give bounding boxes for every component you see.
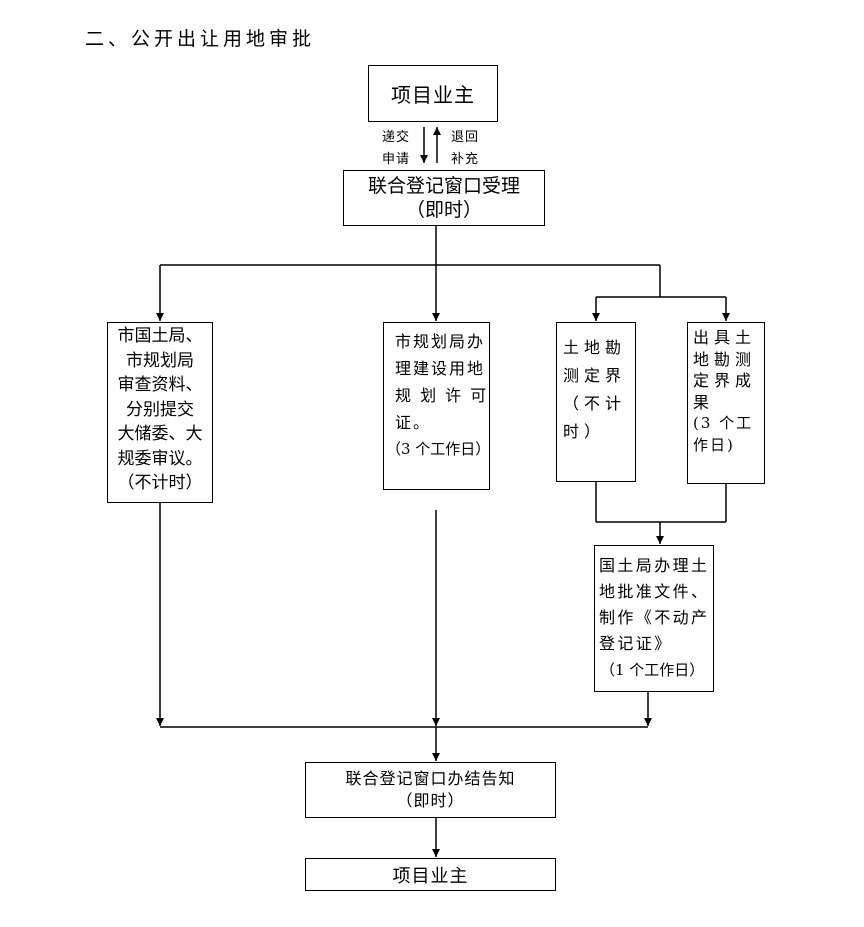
node-land-approval: 国土局办理土 地批准文件、 制作《不动产 登记证》 （1 个工作日） (594, 545, 714, 692)
node-text-line: (3 个工 (693, 414, 754, 432)
node-text-line: 大储委、大 (117, 424, 203, 444)
node-text-line: 地勘测 (693, 349, 757, 369)
node-text-line: 作日) (693, 435, 735, 454)
node-text-line: 时） (563, 422, 606, 441)
node-registration-close: 联合登记窗口办结告知 （即时） (305, 762, 556, 818)
node-text-line: 制作《不动产 (599, 608, 710, 627)
node-text-line: （1 个工作日） (600, 661, 705, 679)
node-applicant-bottom: 项目业主 (305, 858, 556, 891)
edge-label-return-1: 退回 (451, 130, 480, 145)
node-text-line: 联合登记窗口办结告知 (345, 769, 516, 788)
page-title: 二、公开出让用地审批 (85, 28, 316, 50)
node-text-line: （不计 (563, 394, 627, 413)
node-land-review: 市国土局、 市规划局 审查资料、 分别提交 大储委、大 规委审议。 （不计时） (107, 322, 213, 503)
node-text-line: 项目业主 (391, 83, 475, 107)
node-text-line: 测定界 (563, 366, 627, 385)
node-text-line: 市国土局、 (117, 326, 203, 346)
node-text-line: 地批准文件、 (599, 582, 710, 601)
node-text-line: （3 个工作日） (386, 440, 491, 458)
node-text-line: 规委审议。 (117, 448, 203, 469)
node-text-line: 理建设用地 (395, 359, 486, 378)
node-text-line: 规 划 许 可 (395, 386, 489, 405)
node-text-line: 果 (693, 392, 715, 412)
node-text-line: 出具土 (693, 328, 757, 347)
edge-label-return-2: 补充 (451, 152, 480, 167)
edge-label-submit-1: 递交 (382, 130, 411, 145)
node-text-line: 定界成 (693, 371, 757, 390)
node-applicant-top: 项目业主 (368, 65, 498, 122)
node-text-line: 市规划局办 (395, 332, 486, 351)
node-text-line: 登记证》 (599, 634, 673, 653)
node-text-line: （即时） (405, 199, 482, 221)
node-text-line: 审查资料、 (117, 375, 203, 395)
node-survey-result: 出具土 地勘测 定界成 果 (3 个工 作日) (687, 322, 765, 484)
node-land-survey: 土地勘 测定界 （不计 时） (556, 322, 636, 482)
node-text-line: （不计时） (117, 473, 203, 493)
node-text-line: 证。 (395, 413, 432, 432)
node-text-line: 国土局办理土 (599, 556, 710, 575)
node-text-line: （即时） (396, 791, 465, 810)
node-planning-permit: 市规划局办 理建设用地 规 划 许 可 证。 （3 个工作日） (383, 322, 490, 490)
node-registration-accept: 联合登记窗口受理 （即时） (343, 170, 545, 226)
node-text-line: 分别提交 (126, 399, 194, 420)
node-text-line: 项目业主 (392, 865, 469, 887)
edge-label-submit-2: 申请 (382, 152, 411, 167)
node-text-line: 市规划局 (126, 350, 194, 371)
node-text-line: 联合登记窗口受理 (367, 175, 520, 197)
node-text-line: 土地勘 (563, 338, 627, 357)
